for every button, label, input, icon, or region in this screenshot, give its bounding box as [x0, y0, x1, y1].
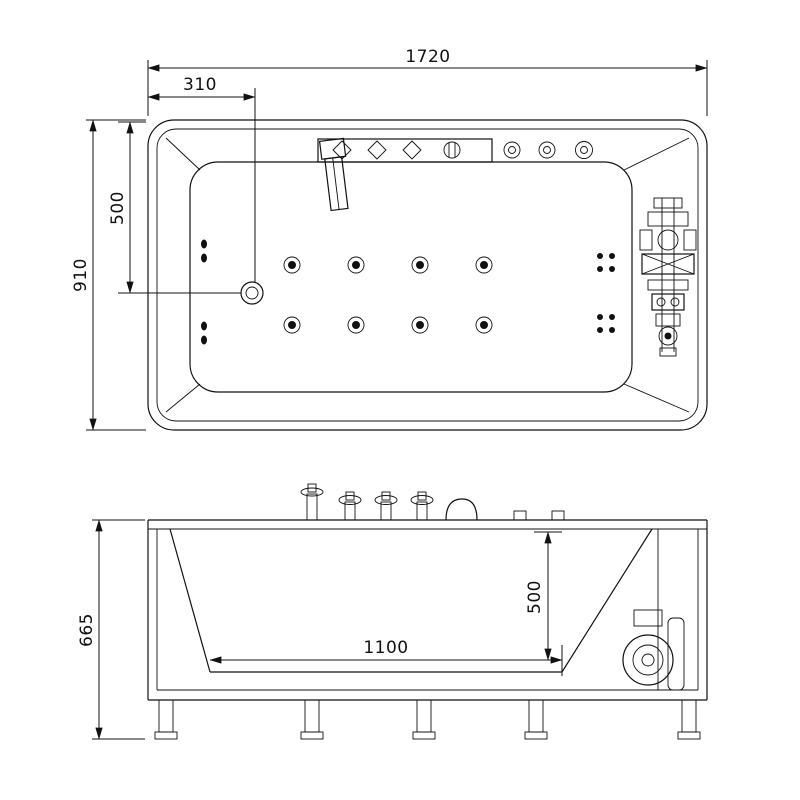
jet-control-front-2	[551, 510, 565, 521]
pump-assembly-front	[622, 609, 685, 691]
floor-jets	[283, 256, 493, 334]
pump-assembly-top	[639, 197, 697, 357]
dim-label-500-top: 500	[108, 191, 128, 225]
knob-front-1	[338, 491, 362, 521]
legs	[154, 699, 701, 740]
basin-profile	[169, 528, 659, 690]
tall-faucet	[300, 483, 324, 521]
dim-inner-depth: 500	[525, 531, 562, 661]
dim-label-910: 910	[71, 258, 91, 292]
deck-fixtures-front	[300, 483, 565, 521]
jet-control-front-1	[513, 510, 527, 521]
top-view: 1720 310 910 500	[71, 47, 708, 431]
spout-front	[445, 498, 478, 521]
dim-overall-width: 910	[71, 119, 146, 431]
knob-diamond-3	[402, 140, 422, 160]
dim-bottom-inner-length: 1100	[209, 638, 563, 676]
deck-round-controls	[503, 141, 593, 159]
right-wall-jets	[597, 253, 615, 333]
dim-label-310: 310	[183, 75, 217, 95]
dim-overall-length: 1720	[147, 47, 708, 116]
left-wall-jets	[201, 239, 207, 345]
drain	[240, 281, 264, 305]
dim-faucet-offset: 310	[147, 75, 256, 282]
dim-faucet-from-top: 500	[108, 121, 241, 294]
dim-overall-height: 665	[77, 519, 145, 740]
dim-label-1720: 1720	[405, 47, 450, 67]
tub-front-shell	[147, 519, 708, 701]
knob-front-2	[374, 491, 398, 521]
dim-label-1100: 1100	[363, 638, 408, 658]
tub-plan-body	[147, 119, 708, 431]
front-view: 665	[77, 483, 708, 740]
dim-label-500-front: 500	[525, 580, 545, 614]
knob-diamond-2	[367, 140, 387, 160]
diverter-knob	[443, 141, 461, 159]
knob-front-3	[410, 491, 434, 521]
dim-label-665: 665	[77, 613, 97, 647]
faucet-spout	[318, 137, 349, 212]
